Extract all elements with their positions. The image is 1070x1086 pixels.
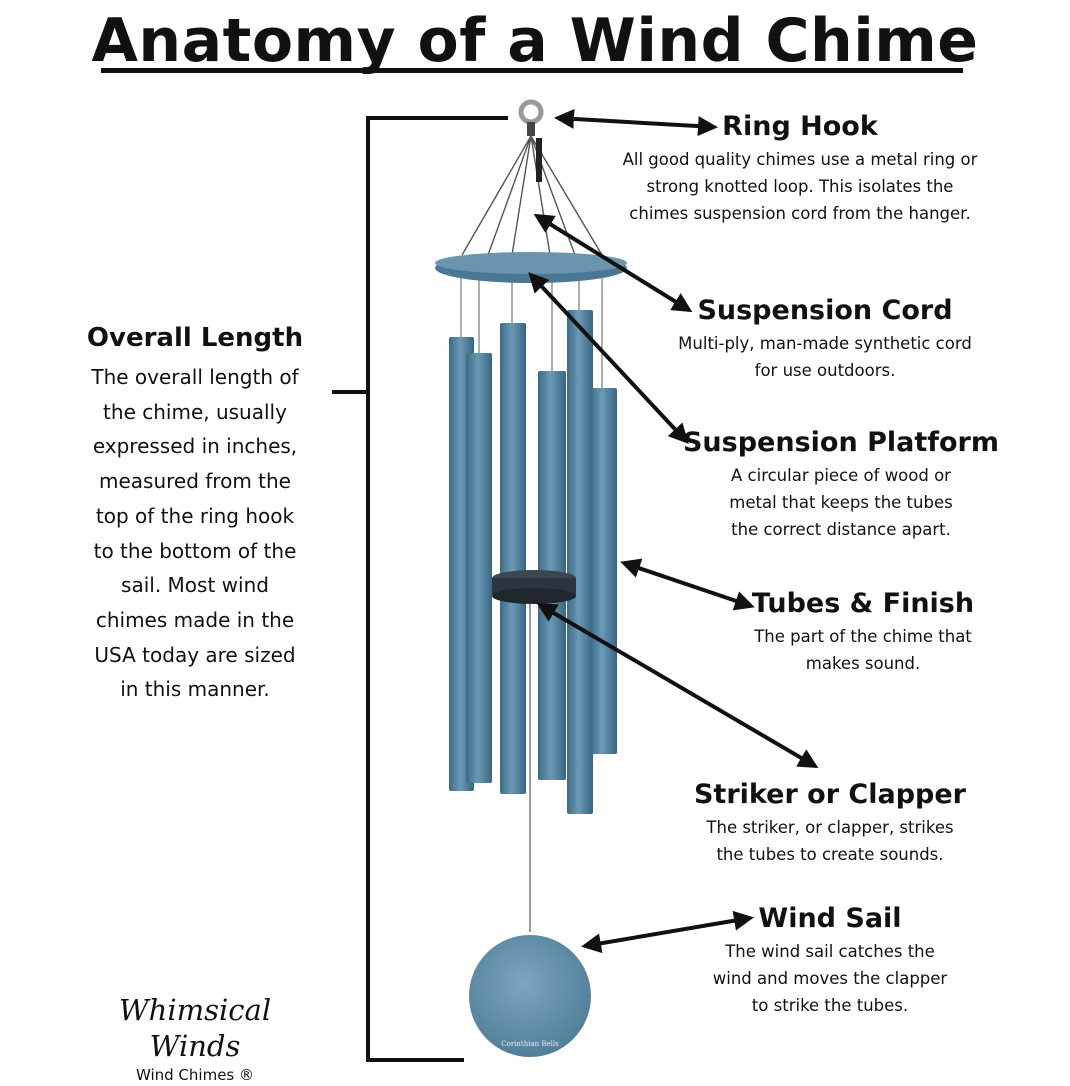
overall-line: measured from the	[98, 469, 291, 494]
tubes-finish-description: The part of the chime that makes sound.	[718, 623, 1008, 677]
description-line: wind and moves the clapper	[712, 969, 948, 988]
arrow-suspension-platform	[528, 272, 689, 444]
ring-hook-heading: Ring Hook	[722, 111, 878, 142]
description-line: The part of the chime that	[754, 627, 972, 646]
striker-label: Striker or Clapper The striker, or clapp…	[684, 778, 976, 868]
title-underline	[101, 68, 963, 73]
striker-description: The striker, or clapper, strikes the tub…	[684, 814, 976, 868]
overall-line: USA today are sized	[94, 642, 296, 667]
arrow-tubes	[620, 558, 755, 611]
overall-length-description: The overall length of the chime, usually…	[70, 360, 320, 707]
brand-subtitle: Wind Chimes ®	[135, 1066, 255, 1084]
overall-line: top of the ring hook	[95, 503, 295, 528]
description-line: chimes suspension cord from the hanger.	[629, 204, 971, 223]
description-line: the correct distance apart.	[731, 520, 951, 539]
overall-line: The overall length of	[91, 365, 299, 389]
sail-logo: Corinthian Bells	[501, 1040, 559, 1048]
suspension-cord-heading: Suspension Cord	[697, 295, 953, 326]
description-line: makes sound.	[805, 654, 921, 673]
suspension-cord-description: Multi-ply, man-made synthetic cord for u…	[664, 330, 986, 384]
description-line: strong knotted loop. This isolates the	[646, 177, 954, 196]
overall-line: chimes made in the	[95, 607, 295, 632]
description-line: for use outdoors.	[754, 361, 896, 380]
brand-name: Whimsical Winds	[118, 993, 272, 1063]
description-line: the tubes to create sounds.	[716, 845, 944, 864]
overall-line: the chime, usually	[103, 399, 287, 424]
tubes-finish-label: Tubes & Finish The part of the chime tha…	[718, 587, 1008, 677]
tubes-finish-heading: Tubes & Finish	[751, 588, 975, 619]
overall-length-block: Overall Length The overall length of the…	[70, 320, 320, 707]
ring-hook-image	[518, 99, 544, 136]
tubes-image	[449, 310, 617, 814]
description-line: A circular piece of wood or	[731, 466, 951, 485]
pointer-arrows	[528, 108, 819, 954]
cord-sleeve	[536, 138, 542, 182]
overall-line: in this manner.	[120, 677, 270, 702]
suspension-platform-label: Suspension Platform A circular piece of …	[680, 426, 1002, 543]
striker-image	[492, 570, 576, 604]
brand-logo: Whimsical Winds Wind Chimes ®	[70, 992, 320, 1086]
suspension-cords-image	[461, 135, 603, 256]
arrow-striker	[536, 602, 819, 769]
suspension-platform-image	[435, 252, 627, 283]
description-line: The wind sail catches the	[725, 942, 935, 961]
ring-hook-label: Ring Hook All good quality chimes use a …	[608, 110, 992, 227]
page-title: Anatomy of a Wind Chime	[91, 6, 979, 76]
description-line: to strike the tubes.	[751, 996, 909, 1015]
ring-hook-description: All good quality chimes use a metal ring…	[608, 146, 992, 227]
wind-sail-description: The wind sail catches the wind and moves…	[698, 938, 962, 1019]
description-line: All good quality chimes use a metal ring…	[622, 150, 978, 169]
striker-heading: Striker or Clapper	[693, 779, 967, 810]
overall-line: sail. Most wind	[121, 573, 269, 598]
suspension-platform-heading: Suspension Platform	[682, 427, 999, 458]
arrow-wind-sail	[581, 910, 754, 954]
description-line: metal that keeps the tubes	[729, 493, 953, 512]
arrow-ring-hook	[554, 108, 718, 137]
wind-sail-image: Corinthian Bells	[469, 935, 591, 1057]
description-line: The striker, or clapper, strikes	[706, 818, 954, 837]
overall-line: expressed in inches,	[92, 434, 298, 459]
wind-sail-heading: Wind Sail	[758, 903, 902, 934]
description-line: Multi-ply, man-made synthetic cord	[678, 334, 972, 353]
overall-length-heading: Overall Length	[86, 323, 304, 353]
overall-line: to the bottom of the	[93, 538, 297, 563]
suspension-platform-description: A circular piece of wood or metal that k…	[680, 462, 1002, 543]
overall-length-bracket	[332, 116, 508, 1062]
wind-sail-label: Wind Sail The wind sail catches the wind…	[698, 902, 962, 1019]
suspension-cord-label: Suspension Cord Multi-ply, man-made synt…	[664, 294, 986, 384]
